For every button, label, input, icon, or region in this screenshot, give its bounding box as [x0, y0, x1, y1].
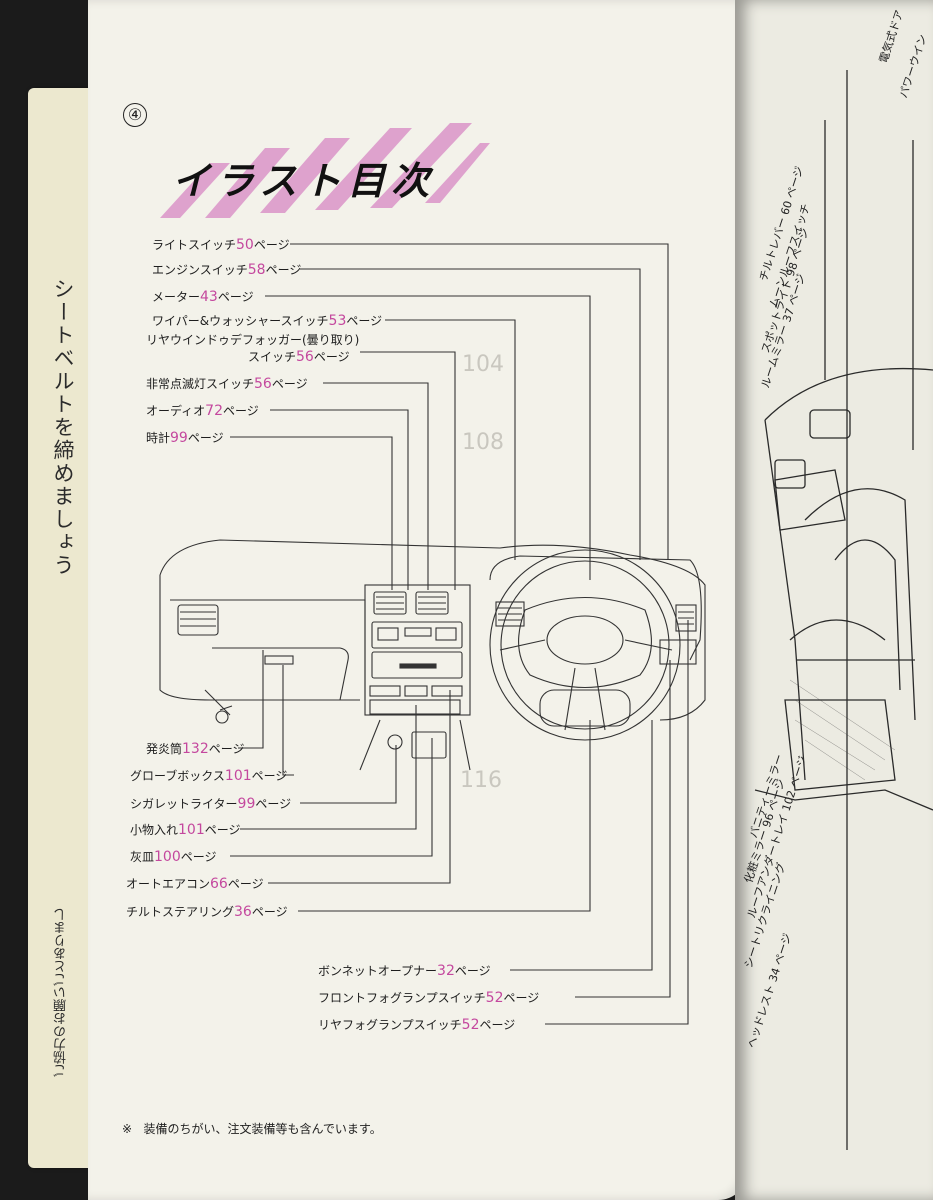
label-engine-switch: エンジンスイッチ58ページ: [152, 262, 302, 278]
label-rear-fog-switch: リヤフォグランプスイッチ52ページ: [318, 1017, 516, 1033]
footnote: ※ 装備のちがい、注文装備等も含んでいます。: [122, 1120, 382, 1137]
car-interior-illustration: [754, 70, 933, 1150]
title-decoration: [160, 123, 490, 218]
label-front-fog-switch: フロントフォグランプスイッチ52ページ: [318, 990, 540, 1006]
page-title: イラスト目次: [172, 159, 436, 203]
label-wiper-switch: ワイパー&ウォッシャースイッチ53ページ: [152, 313, 383, 329]
side-tab: シートベルトを締めましょう ご協力のお願いごとありまし: [28, 88, 90, 1168]
label-rear-defogger: リヤウインドゥデフォッガー(曇り取り): [146, 333, 360, 347]
label-rear-defogger-switch: スイッチ56ページ: [248, 349, 350, 365]
label-hazard-switch: 非常点滅灯スイッチ56ページ: [146, 376, 308, 392]
label-auto-aircon: オートエアコン66ページ: [126, 876, 264, 892]
label-cigarette-lighter: シガレットライター99ページ: [130, 796, 292, 812]
dashboard-illustration: [159, 243, 706, 1025]
label-flare: 発炎筒132ページ: [146, 741, 245, 757]
label-clock: 時計99ページ: [146, 430, 224, 446]
label-light-switch: ライトスイッチ50ページ: [152, 237, 290, 253]
label-tilt-steering: チルトステアリング36ページ: [126, 904, 288, 920]
page-number: ④: [123, 103, 147, 127]
label-meter: メーター43ページ: [152, 289, 254, 305]
label-hood-opener: ボンネットオープナー32ページ: [318, 963, 491, 979]
label-storage-box: 小物入れ101ページ: [130, 822, 241, 838]
footnote-mark: ※: [122, 1122, 133, 1136]
label-ashtray: 灰皿100ページ: [130, 849, 217, 865]
bleed-through-number: 116: [460, 768, 502, 793]
bleed-through-number: 108: [462, 430, 504, 455]
footnote-text: 装備のちがい、注文装備等も含んでいます。: [143, 1122, 382, 1136]
tab-upper-text: シートベルトを締めましょう: [51, 278, 75, 577]
label-audio: オーディオ72ページ: [146, 403, 259, 419]
right-page: 電気式ドア パワーウイン チルトレバー 60 ページ ムーンルーフスイッチ スポ…: [735, 0, 933, 1200]
label-glove-box: グローブボックス101ページ: [130, 768, 288, 784]
bleed-through-number: 104: [462, 352, 504, 377]
